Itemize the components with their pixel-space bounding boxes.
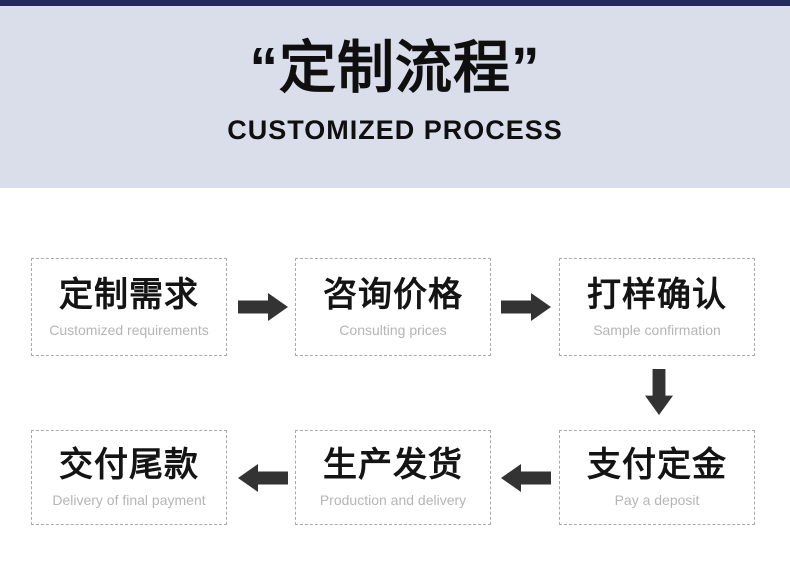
page-title: “定制流程” xyxy=(249,36,541,100)
step-title-zh: 交付尾款 xyxy=(59,446,199,484)
step-subtitle-en: Sample confirmation xyxy=(593,321,721,338)
step-subtitle-en: Production and delivery xyxy=(319,492,467,508)
arrow-down-icon xyxy=(645,369,673,415)
step-title-zh: 生产发货 xyxy=(323,446,463,484)
step-box-consulting-prices: 咨询价格 Consulting prices xyxy=(295,258,491,356)
arrow-left-icon xyxy=(238,464,288,492)
step-title-zh: 支付定金 xyxy=(587,446,727,484)
step-box-sample-confirmation: 打样确认 Sample confirmation xyxy=(559,258,755,356)
arrow-right-icon xyxy=(238,293,288,321)
page-subtitle: CUSTOMIZED PROCESS xyxy=(227,115,563,145)
step-title-zh: 定制需求 xyxy=(59,275,199,314)
step-subtitle-en: Delivery of final payment xyxy=(52,492,206,508)
step-box-pay-deposit: 支付定金 Pay a deposit xyxy=(559,430,755,525)
step-title-zh: 咨询价格 xyxy=(323,275,463,314)
step-box-custom-requirements: 定制需求 Customized requirements xyxy=(31,258,227,356)
step-subtitle-en: Consulting prices xyxy=(339,321,447,338)
step-box-final-payment: 交付尾款 Delivery of final payment xyxy=(31,430,227,525)
step-subtitle-en: Pay a deposit xyxy=(614,492,700,508)
top-accent-bar xyxy=(0,0,790,6)
header-banner: “定制流程” CUSTOMIZED PROCESS xyxy=(0,6,790,188)
arrow-left-icon xyxy=(501,464,551,492)
step-subtitle-en: Customized requirements xyxy=(49,321,209,338)
step-title-zh: 打样确认 xyxy=(587,275,727,314)
arrow-right-icon xyxy=(501,293,551,321)
step-box-production-delivery: 生产发货 Production and delivery xyxy=(295,430,491,525)
